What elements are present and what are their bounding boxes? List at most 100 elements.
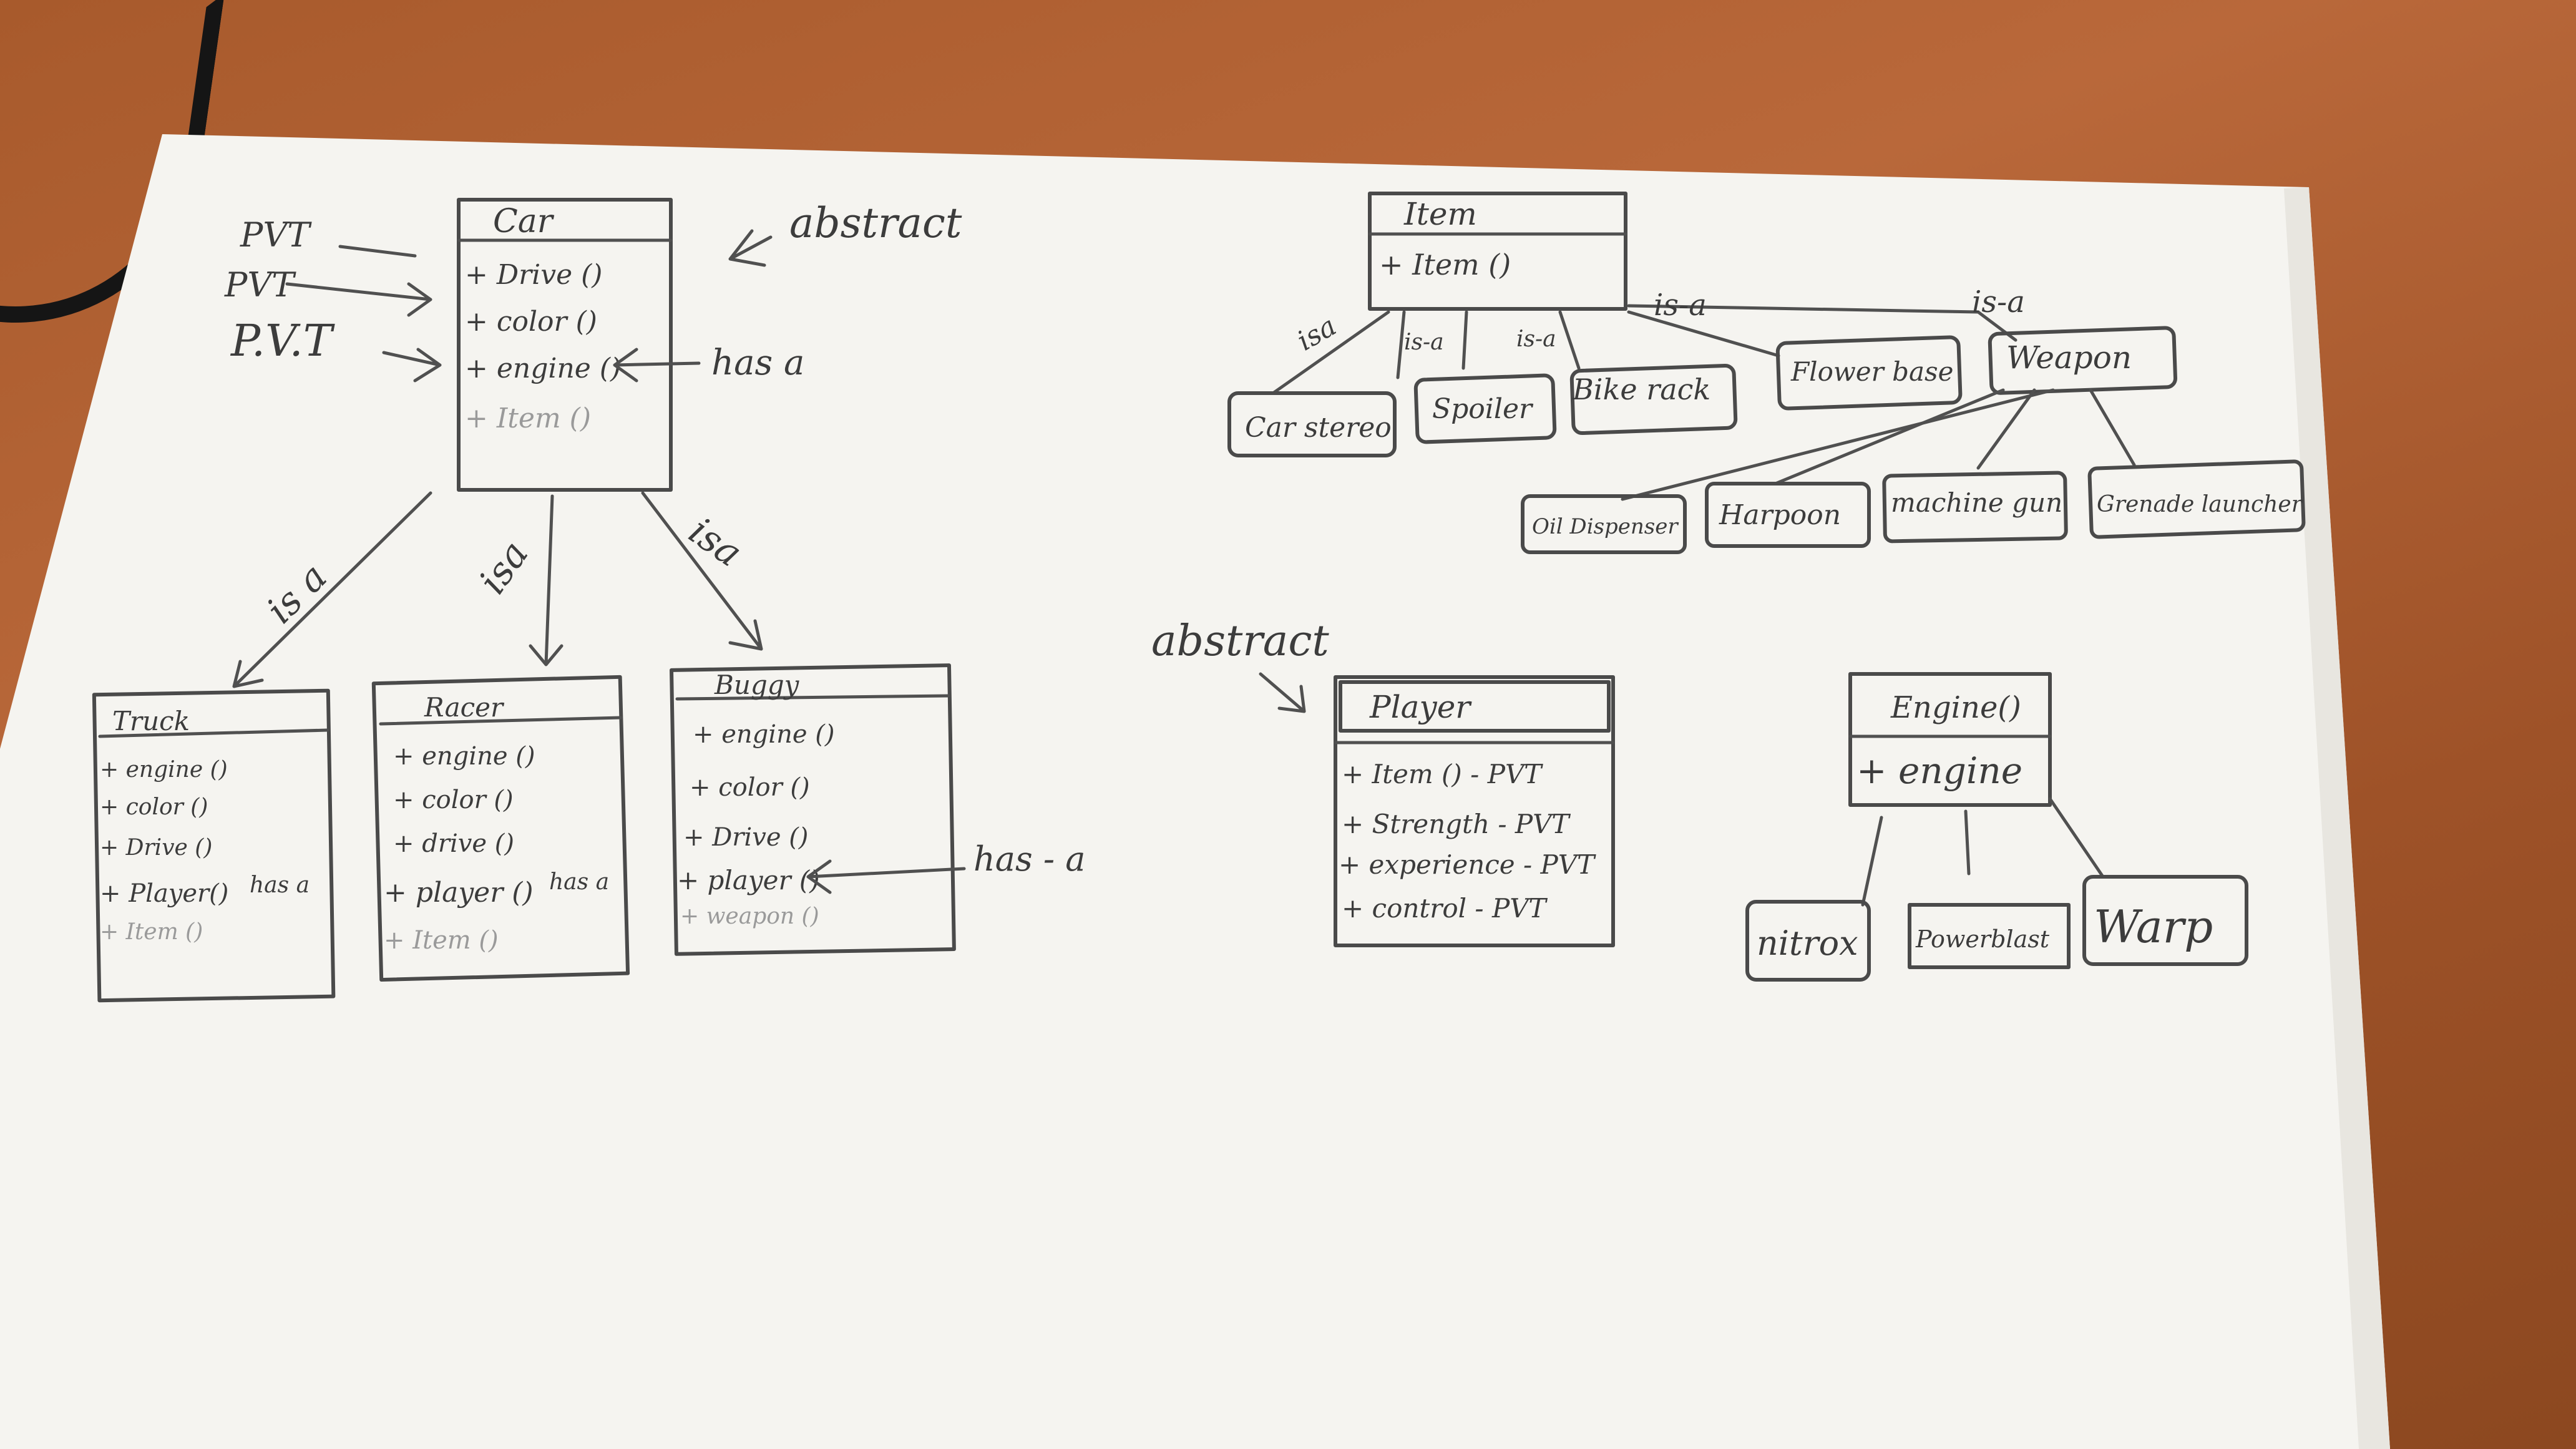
car-title: Car: [493, 203, 555, 240]
engine-link-warp: [2048, 797, 2105, 879]
buggy-member-3: + Drive (): [683, 823, 808, 852]
node-powerblast: Powerblast: [1908, 903, 2071, 969]
oil-dispenser-label: Oil Dispenser: [1532, 514, 1679, 539]
warp-box: [2082, 875, 2248, 966]
car-member-3: + engine (): [465, 353, 621, 384]
player-member-4: + control - PVT: [1342, 893, 1548, 924]
player-box: [1334, 675, 1615, 947]
class-racer: Racer + engine () + color () + drive () …: [371, 675, 630, 982]
spoiler-label: Spoiler: [1432, 393, 1534, 425]
player-member-3: + experience - PVT: [1339, 849, 1596, 880]
player-member-1: + Item () - PVT: [1342, 759, 1543, 789]
pvt-arrow-2: [285, 282, 432, 317]
racer-member-3: + drive (): [393, 829, 514, 858]
item-member-1: + Item (): [1379, 248, 1511, 281]
engine-link-powerblast: [1964, 809, 1971, 876]
grenade-launcher-label: Grenade launcher: [2097, 492, 2303, 517]
isa-label-weapon: is-a: [1972, 285, 2025, 320]
harpoon-label: Harpoon: [1719, 499, 1841, 531]
truck-member-2: + color (): [100, 794, 208, 820]
powerblast-label: Powerblast: [1915, 925, 2050, 953]
truck-member-1: + engine (): [100, 757, 228, 783]
truck-divider: [98, 728, 329, 738]
isa-label-spoiler: is-a: [1404, 329, 1444, 355]
class-buggy: Buggy + engine () + color () + Drive () …: [670, 663, 956, 956]
car-stereo-box: [1227, 391, 1397, 457]
racer-divider: [379, 716, 623, 726]
node-warp: Warp: [2082, 875, 2248, 966]
item-link-weapon: [1627, 304, 2017, 342]
player-member-2: + Strength - PVT: [1342, 809, 1571, 839]
has-a-arrow-buggy: [806, 859, 966, 894]
engine-title: Engine(): [1890, 690, 2021, 725]
paper-sheet: [0, 134, 2390, 1449]
nitrox-label: nitrox: [1757, 924, 1858, 963]
engine-link-nitrox: [1861, 816, 1883, 907]
item-link-flower-base: [1627, 310, 1780, 358]
abstract-arrow-player: [1259, 672, 1306, 713]
has-a-label-buggy: has - a: [973, 839, 1085, 879]
class-player: Player + Item () - PVT + Strength - PVT …: [1334, 675, 1615, 947]
isa-arrow-truck: [232, 491, 432, 688]
node-nitrox: nitrox: [1745, 900, 1871, 982]
weapon-link-harpoon: [1773, 388, 2005, 485]
player-title-box: [1339, 680, 1611, 733]
flower-base-label: Flower base: [1790, 356, 1953, 387]
racer-box: [371, 675, 630, 982]
car-stereo-label: Car stereo: [1245, 412, 1392, 444]
node-bike-rack: Bike rack: [1569, 363, 1738, 436]
weapon-label: Weapon: [2006, 339, 2132, 376]
class-truck: Truck + engine () + color () + Drive () …: [92, 688, 336, 1003]
truck-title: Truck: [112, 706, 190, 736]
weapon-link-oil: [1621, 388, 2055, 501]
racer-member-1: + engine (): [393, 742, 535, 771]
car-member-4: + Item (): [465, 402, 591, 434]
truck-member-4: + Player(): [100, 879, 228, 908]
buggy-member-2: + color (): [690, 773, 810, 802]
flower-base-box: [1775, 335, 1963, 411]
abstract-label-player: abstract: [1151, 617, 1329, 666]
item-link-car-stereo: [1271, 310, 1390, 395]
item-title: Item: [1403, 196, 1477, 232]
node-car-stereo: Car stereo: [1227, 391, 1397, 457]
engine-box: [1848, 672, 2052, 807]
racer-title: Racer: [424, 692, 505, 723]
isa-label-bike-rack: is-a: [1516, 326, 1556, 352]
pvt-arrow-1: [338, 245, 417, 258]
node-machine-gun: machine gun: [1882, 471, 2068, 544]
node-spoiler: Spoiler: [1413, 373, 1557, 444]
buggy-box: [670, 663, 956, 956]
has-a-label-car: has a: [711, 343, 804, 383]
player-title: Player: [1369, 689, 1472, 725]
machine-gun-box: [1882, 471, 2068, 544]
harpoon-box: [1705, 482, 1871, 548]
engine-member-1: + engine: [1856, 749, 2022, 792]
nitrox-box: [1745, 900, 1871, 982]
truck-member-5: + Item (): [100, 919, 203, 945]
machine-gun-label: machine gun: [1891, 487, 2062, 518]
item-link-bike-rack-2: [1558, 310, 1581, 370]
truck-box: [92, 688, 336, 1003]
node-oil-dispenser: Oil Dispenser: [1521, 494, 1687, 554]
weapon-link-machine-gun: [1976, 388, 2036, 470]
buggy-member-4: + player (): [677, 865, 820, 895]
class-car: Car + Drive () + color () + engine () + …: [457, 198, 673, 492]
node-harpoon: Harpoon: [1705, 482, 1871, 548]
buggy-member-5: + weapon (): [680, 904, 819, 929]
grenade-launcher-box: [2087, 459, 2306, 539]
racer-member-4: + player (): [384, 877, 534, 909]
spoiler-box: [1413, 373, 1557, 444]
paper-shadow-edge: [2284, 187, 2390, 1449]
class-engine: Engine() + engine: [1848, 672, 2052, 807]
has-a-arrow-car: [613, 348, 701, 383]
item-link-bike-rack: [1461, 310, 1468, 370]
weapon-link-grenade: [2089, 388, 2136, 467]
node-flower-base: Flower base: [1775, 335, 1963, 411]
truck-member-3: + Drive (): [100, 835, 212, 861]
car-member-1: + Drive (): [465, 259, 602, 291]
buggy-title: Buggy: [714, 670, 800, 700]
isa-label-flower-base: is-a: [1654, 288, 1707, 323]
car-box: [457, 198, 673, 492]
node-grenade-launcher: Grenade launcher: [2087, 459, 2306, 539]
